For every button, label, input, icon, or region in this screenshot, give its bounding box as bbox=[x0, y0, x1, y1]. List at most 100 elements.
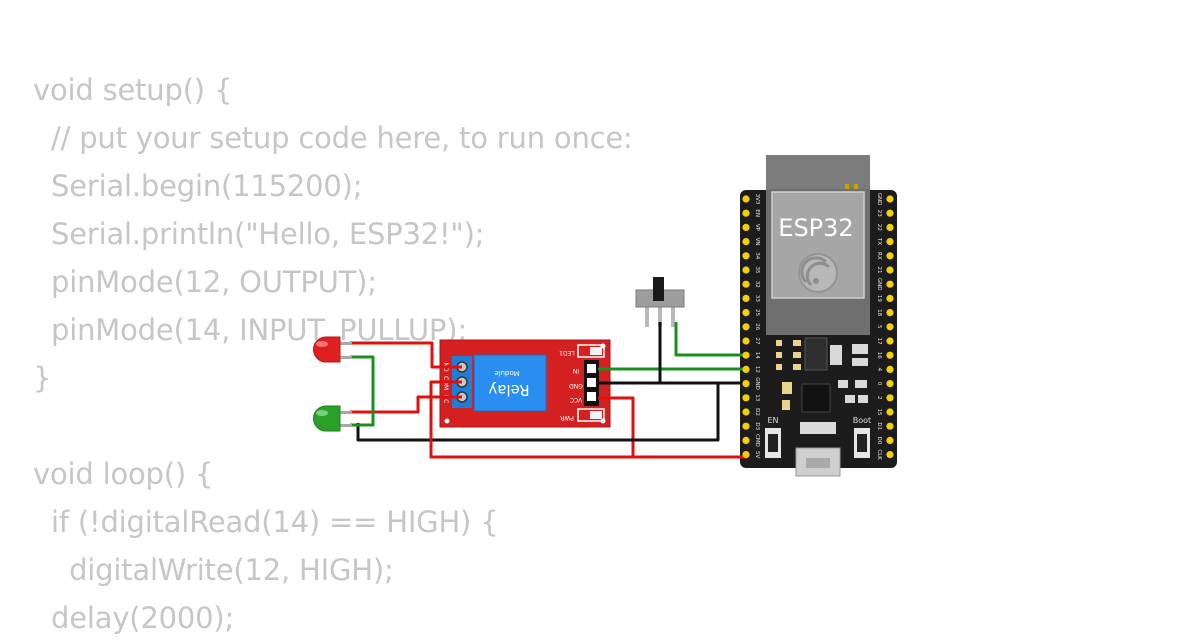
right-pin-label: RX bbox=[876, 252, 882, 260]
en-button-label: EN bbox=[767, 416, 778, 425]
right-pin-label: 2 bbox=[876, 396, 882, 400]
wire-green-led-nc[interactable] bbox=[350, 395, 462, 414]
relay-pin-header[interactable] bbox=[584, 360, 599, 406]
right-pin[interactable] bbox=[886, 365, 894, 373]
right-pin[interactable] bbox=[886, 209, 894, 217]
wire-com-5v[interactable] bbox=[429, 380, 633, 459]
right-pin-label: 16 bbox=[876, 352, 882, 359]
right-pin[interactable] bbox=[886, 380, 894, 388]
right-pin-label: TX bbox=[876, 237, 882, 245]
right-pin[interactable] bbox=[886, 436, 894, 444]
left-pin-label: D2 bbox=[754, 408, 760, 416]
left-pin-label: 35 bbox=[754, 267, 760, 274]
green-led[interactable] bbox=[313, 405, 353, 432]
relay-title: Relay bbox=[488, 381, 529, 399]
pin-label-gnd: GND bbox=[569, 382, 583, 389]
wire-vcc-5v[interactable] bbox=[598, 396, 747, 459]
right-pin[interactable] bbox=[886, 223, 894, 231]
left-pin[interactable] bbox=[742, 365, 750, 373]
left-pin-label: 14 bbox=[754, 352, 760, 359]
relay-body bbox=[473, 354, 547, 412]
pin-label-vcc: VCC bbox=[570, 396, 582, 403]
left-pin[interactable] bbox=[742, 422, 750, 430]
wire-gnd-leds[interactable] bbox=[356, 381, 747, 442]
right-pin-label: 19 bbox=[876, 295, 882, 302]
left-pin-label: GND bbox=[754, 377, 760, 390]
relay-module[interactable]: NO COM NC Relay Module LED1 PWR IN GND V… bbox=[439, 339, 611, 428]
usb-connector bbox=[795, 428, 841, 477]
right-pin[interactable] bbox=[886, 294, 894, 302]
left-pin-label: 32 bbox=[754, 281, 760, 288]
right-pin-label: 23 bbox=[876, 210, 882, 217]
red-led[interactable] bbox=[313, 336, 353, 363]
right-pin[interactable] bbox=[886, 252, 894, 260]
right-pin[interactable] bbox=[886, 351, 894, 359]
left-pin[interactable] bbox=[742, 451, 750, 459]
left-pin[interactable] bbox=[742, 394, 750, 402]
terminal-label-nc: NC bbox=[442, 395, 449, 404]
left-pin-label: 27 bbox=[754, 338, 760, 345]
wire-led-cathodes[interactable] bbox=[350, 355, 375, 427]
right-pin[interactable] bbox=[886, 394, 894, 402]
left-pin[interactable] bbox=[742, 408, 750, 416]
left-pin[interactable] bbox=[742, 223, 750, 231]
boot-button[interactable] bbox=[854, 428, 870, 458]
en-button[interactable] bbox=[765, 428, 781, 458]
left-pin-label: 3V3 bbox=[754, 194, 760, 205]
led1-label: LED1 bbox=[559, 349, 575, 356]
left-pin[interactable] bbox=[742, 252, 750, 260]
left-pin[interactable] bbox=[742, 238, 750, 246]
slide-switch-icon[interactable] bbox=[635, 277, 685, 327]
right-pin[interactable] bbox=[886, 337, 894, 345]
left-pin[interactable] bbox=[742, 436, 750, 444]
left-pin[interactable] bbox=[742, 380, 750, 388]
left-pin[interactable] bbox=[742, 294, 750, 302]
board-components bbox=[776, 337, 868, 428]
left-pin[interactable] bbox=[742, 351, 750, 359]
right-pin-label: 18 bbox=[876, 309, 882, 316]
left-pin[interactable] bbox=[742, 209, 750, 217]
right-pin[interactable] bbox=[886, 266, 894, 274]
right-pin[interactable] bbox=[886, 408, 894, 416]
pwr-indicator bbox=[577, 408, 605, 422]
right-pin-label: 5 bbox=[876, 325, 882, 329]
left-pin-label: VP bbox=[754, 224, 760, 232]
code-line: Serial.begin(115200); bbox=[33, 169, 363, 203]
right-pin[interactable] bbox=[886, 451, 894, 459]
right-pin[interactable] bbox=[886, 309, 894, 317]
esp32-left-header[interactable]: 3V3ENVPVN343532332526271412GND13D2D3CMD5… bbox=[742, 194, 760, 459]
code-line: pinMode(12, OUTPUT); bbox=[33, 265, 377, 299]
left-pin[interactable] bbox=[742, 309, 750, 317]
wire-red-led-no[interactable] bbox=[350, 341, 462, 369]
right-pin[interactable] bbox=[886, 422, 894, 430]
right-pin-label: 21 bbox=[876, 267, 882, 274]
left-pin[interactable] bbox=[742, 280, 750, 288]
code-editor: void setup() { // put your setup code he… bbox=[33, 66, 633, 642]
left-pin[interactable] bbox=[742, 337, 750, 345]
esp32-chip-label: ESP32 bbox=[778, 214, 853, 242]
right-pin[interactable] bbox=[886, 238, 894, 246]
code-line: // put your setup code here, to run once… bbox=[33, 121, 633, 155]
right-pin-label: GND bbox=[876, 193, 882, 206]
right-pin-label: GND bbox=[876, 278, 882, 291]
wire-switch-gpio14[interactable] bbox=[674, 322, 747, 357]
left-pin[interactable] bbox=[742, 323, 750, 331]
left-pin[interactable] bbox=[742, 195, 750, 203]
esp32-wroom-module: ESP32 bbox=[766, 155, 870, 335]
right-pin-label: D1 bbox=[876, 422, 882, 430]
right-pin[interactable] bbox=[886, 280, 894, 288]
esp32-board[interactable]: ESP32 bbox=[740, 155, 897, 477]
pwr-label: PWR bbox=[560, 414, 574, 421]
left-pin-label: CMD bbox=[754, 434, 760, 447]
right-pin[interactable] bbox=[886, 195, 894, 203]
right-pin[interactable] bbox=[886, 323, 894, 331]
left-pin-label: 12 bbox=[754, 366, 760, 373]
right-pin-label: D0 bbox=[876, 437, 882, 445]
wires bbox=[350, 322, 747, 459]
pin-label-in: IN bbox=[573, 367, 579, 374]
left-pin[interactable] bbox=[742, 266, 750, 274]
left-pin-label: D3 bbox=[754, 422, 760, 430]
right-pin-label: 22 bbox=[876, 224, 882, 231]
